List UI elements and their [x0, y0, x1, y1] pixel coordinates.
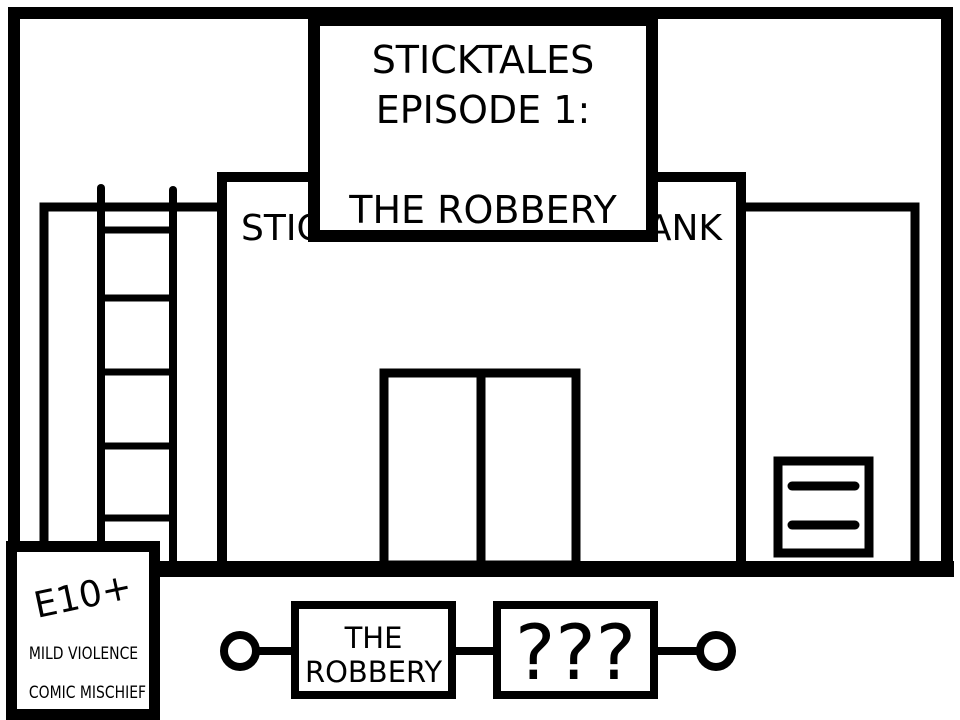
- rating-descriptor: COMIC MISCHIEF: [28, 683, 147, 703]
- title-episode-number: EPISODE 1:: [375, 88, 591, 132]
- episode-1-button[interactable]: THE ROBBERY: [291, 601, 456, 699]
- track-start-node[interactable]: [220, 631, 260, 671]
- episode-2-button-locked[interactable]: ???: [493, 601, 658, 699]
- bank-sign-right: ANK: [647, 208, 724, 249]
- episode-1-label-line1: THE: [344, 621, 403, 655]
- right-side-building: [741, 202, 920, 566]
- title-episode-name: THE ROBBERY: [349, 188, 617, 232]
- episode-1-label-line2: ROBBERY: [304, 655, 443, 689]
- title-card: STICKTALES EPISODE 1: THE ROBBERY: [308, 14, 658, 242]
- left-side-building: [39, 202, 222, 566]
- bank-door[interactable]: [379, 368, 581, 570]
- episode-2-label: ???: [514, 608, 636, 697]
- age-rating-badge: E10+ MILD VIOLENCE COMIC MISCHIEF: [6, 541, 160, 720]
- ladder[interactable]: [97, 184, 177, 566]
- rating-code: E10+: [30, 566, 136, 627]
- title-game-name: STICKTALES: [371, 38, 595, 82]
- rating-descriptor: MILD VIOLENCE: [28, 644, 139, 664]
- wall-vent[interactable]: [773, 456, 874, 558]
- track-end-node[interactable]: [696, 631, 736, 671]
